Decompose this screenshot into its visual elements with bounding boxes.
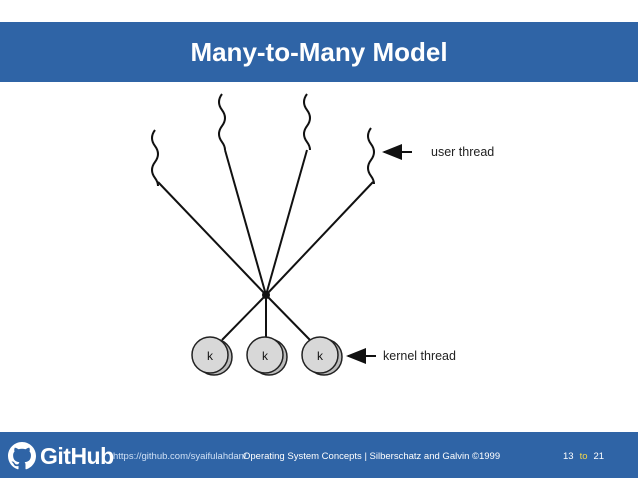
kernel-thread-label-3: k bbox=[317, 349, 324, 363]
user-thread-squiggle-2 bbox=[218, 93, 226, 151]
github-logo[interactable]: GitHub bbox=[8, 441, 114, 471]
kernel-thread-2: k bbox=[246, 336, 288, 376]
user-line-1 bbox=[157, 181, 267, 296]
github-octocat-icon bbox=[8, 442, 36, 470]
kernel-thread-label-2: k bbox=[262, 349, 269, 363]
footer-credit: Operating System Concepts | Silberschatz… bbox=[243, 451, 501, 462]
kernel-thread-label-1: k bbox=[207, 349, 214, 363]
kernel-thread-1: k bbox=[191, 336, 233, 376]
kernel-thread-label: kernel thread bbox=[383, 349, 456, 363]
slide-title: Many-to-Many Model bbox=[190, 36, 448, 67]
user-thread-squiggle-4 bbox=[367, 127, 375, 185]
user-thread-squiggle-1 bbox=[151, 129, 159, 187]
user-line-3 bbox=[265, 149, 308, 296]
kernel-line-3 bbox=[265, 294, 311, 341]
page-separator: to bbox=[579, 451, 588, 462]
user-thread-squiggle-3 bbox=[303, 93, 311, 151]
github-wordmark: GitHub bbox=[40, 442, 114, 469]
many-to-many-diagram: k k k bbox=[151, 93, 412, 376]
title-bar: Many-to-Many Model bbox=[0, 22, 638, 82]
kernel-thread-3: k bbox=[301, 336, 343, 376]
user-line-4 bbox=[265, 181, 374, 296]
page-indicator: 13 to 21 bbox=[563, 451, 604, 462]
footer-bar: GitHub https://github.com/syaifulahdan/ … bbox=[0, 432, 638, 478]
page-total: 21 bbox=[593, 451, 605, 462]
page-current: 13 bbox=[563, 451, 574, 462]
user-thread-label: user thread bbox=[431, 145, 495, 159]
footer-url-link[interactable]: https://github.com/syaifulahdan/ bbox=[113, 451, 247, 462]
kernel-line-1 bbox=[221, 294, 267, 341]
user-line-2 bbox=[224, 149, 267, 296]
